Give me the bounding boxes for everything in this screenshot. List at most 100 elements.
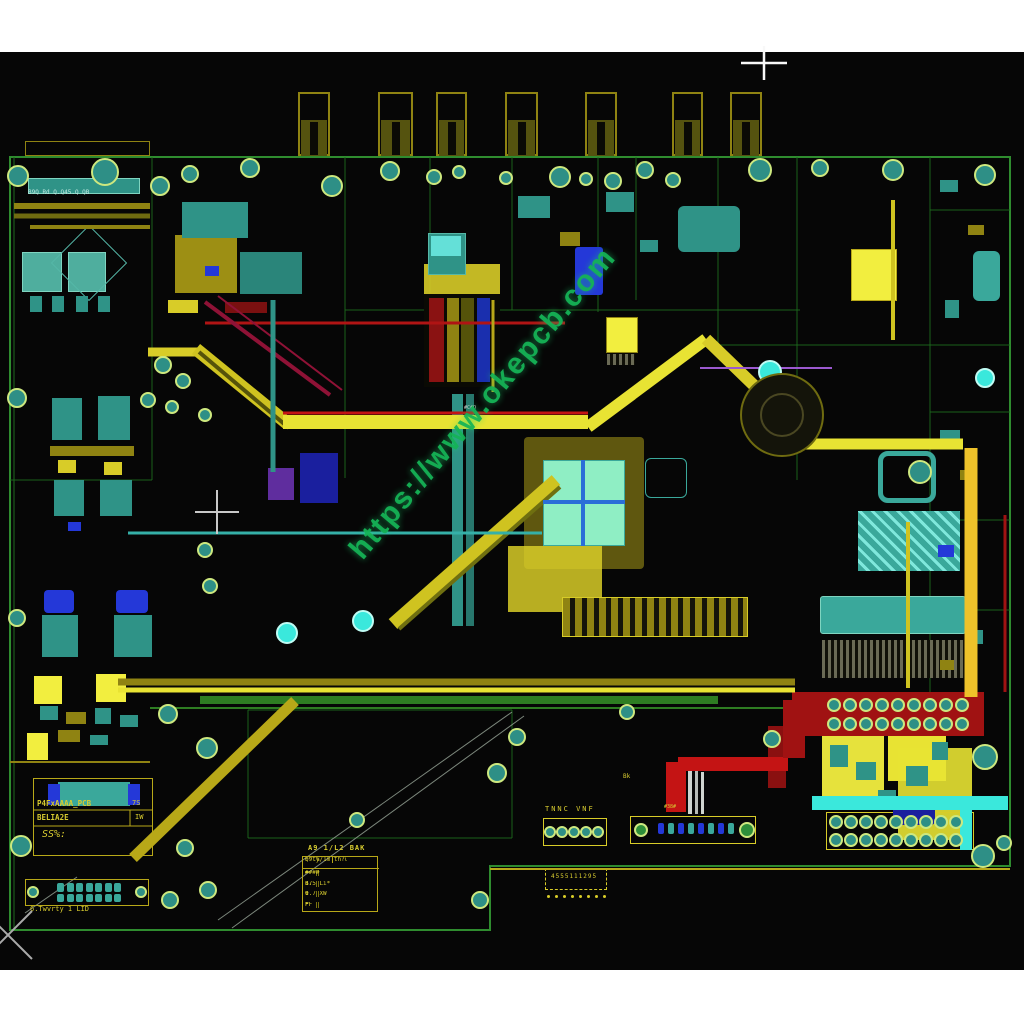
pin-array-a	[907, 698, 921, 712]
resistor-bar	[461, 298, 474, 382]
silk-text-header: B9Q Rd Q.Q45.Q QB	[28, 189, 90, 196]
edge-connector-slot	[391, 122, 400, 155]
silk-dot	[602, 894, 606, 898]
pin-array-b	[859, 815, 873, 829]
conn-pin	[658, 823, 664, 834]
via-hole	[604, 172, 622, 190]
silk-text: Bk	[623, 773, 631, 780]
pcb-shape	[906, 766, 928, 786]
lcd-pin	[85, 883, 93, 892]
lcd-pin	[104, 883, 112, 892]
lcd-pin	[85, 894, 93, 902]
cap-cluster	[575, 247, 603, 295]
pcb-shape	[168, 300, 198, 313]
pcb-shape	[225, 302, 267, 313]
pcb-shape	[90, 735, 108, 745]
pcb-shape	[120, 715, 138, 727]
pin-array-a	[843, 698, 857, 712]
pcb-shape	[640, 240, 658, 252]
lcd-pin	[76, 894, 83, 902]
pin-array-b	[889, 815, 903, 829]
via-hole	[7, 165, 29, 187]
drill-table-cell: ####	[305, 870, 320, 876]
relay-body	[22, 252, 62, 292]
pcb-shape	[58, 782, 130, 806]
via-hole	[199, 881, 217, 899]
conn-left-pin	[544, 826, 556, 838]
drill-table-cell: 1	[303, 891, 317, 897]
via-hole	[161, 891, 179, 909]
pcb-shape	[300, 453, 338, 503]
title-block-row2-right: IW	[135, 813, 144, 821]
edge-connector-slot	[683, 122, 692, 155]
via-hole	[176, 839, 194, 857]
drill-table-cell: PF	[305, 901, 313, 908]
silk-dot	[578, 894, 582, 898]
drill-table-title: A9 1/L2 BAK	[308, 844, 366, 852]
via-hole	[202, 578, 218, 594]
via-hole	[882, 159, 904, 181]
pour-red	[792, 692, 984, 736]
component-circle	[352, 610, 374, 632]
via-hole	[508, 728, 526, 746]
striped-block	[562, 597, 748, 637]
via-hole	[7, 388, 27, 408]
conn-pin	[688, 823, 694, 834]
pcb-shape	[466, 394, 474, 626]
pin-array-b	[874, 815, 888, 829]
pcb-shape	[560, 232, 580, 246]
trace	[203, 300, 332, 397]
via-hole	[972, 744, 998, 770]
silk-dot	[546, 894, 550, 898]
ic-yellow-big	[851, 249, 897, 301]
component-circle	[760, 393, 804, 437]
pcb-shape	[52, 398, 82, 440]
via-hole	[91, 158, 119, 186]
via-hole	[763, 730, 781, 748]
trace	[397, 485, 562, 631]
via-hole	[349, 812, 365, 828]
conn-pin	[678, 823, 684, 834]
pin-array-a	[955, 698, 969, 712]
drill-table-cell: *	[303, 901, 317, 908]
silk-dot	[562, 894, 566, 898]
pin-array-b	[874, 833, 888, 847]
pcb-shape	[42, 615, 78, 657]
connector-frame	[630, 816, 756, 844]
lcd-pin	[57, 894, 64, 902]
pcb-shape	[695, 770, 698, 814]
pcb-shape	[182, 202, 248, 238]
keepout-line	[217, 711, 513, 921]
pin-array-b	[934, 815, 948, 829]
via-hole	[748, 158, 772, 182]
pin-array-a	[875, 717, 889, 731]
pcb-shape	[973, 251, 1000, 301]
pcb-shape	[645, 458, 687, 498]
pcb-shape	[114, 615, 152, 657]
via-hole	[579, 172, 593, 186]
pcb-shape	[30, 296, 42, 312]
pin-array-b	[829, 815, 843, 829]
drill-table-header: F9t%Q'ty/1m th?um	[303, 857, 379, 869]
board-outline	[9, 156, 1011, 931]
via-hole	[487, 763, 507, 783]
pin-array-a	[923, 717, 937, 731]
via-hole	[175, 373, 191, 389]
drill-table-header-cell: Q'ty/1m th?um	[305, 857, 347, 863]
pin-array-a	[827, 698, 841, 712]
pin-array-b	[919, 815, 933, 829]
title-block-row2-left: BELIA2E	[37, 813, 69, 822]
silk-dot	[594, 894, 598, 898]
edge-connector-slot	[597, 122, 605, 155]
via-hole	[908, 460, 932, 484]
pin-array-b	[844, 815, 858, 829]
via-hole	[499, 171, 513, 185]
conn-left-pin	[568, 826, 580, 838]
pcb-shape	[104, 462, 122, 475]
edge-connector-slot	[447, 122, 456, 155]
via-hole	[181, 165, 199, 183]
pcb-shape	[822, 640, 964, 678]
